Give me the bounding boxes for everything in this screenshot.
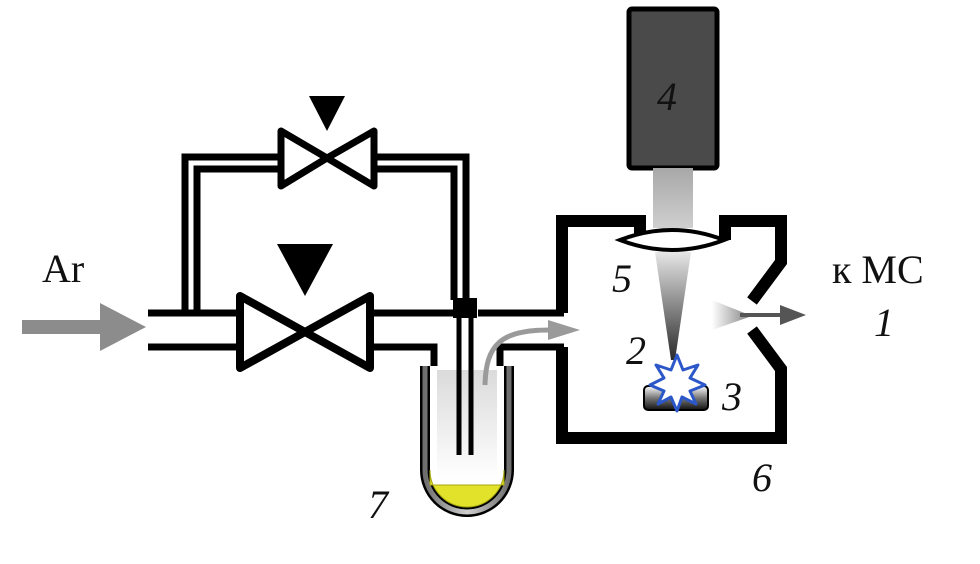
gas-label: Ar	[42, 246, 84, 291]
ms-label: к МС	[832, 247, 924, 292]
carrier-flow-arrow	[482, 320, 580, 386]
label-3: 3	[721, 374, 742, 419]
bypass-pipe	[181, 153, 470, 312]
plasma-spark	[648, 353, 707, 413]
focusing-lens	[614, 228, 730, 252]
focused-beam	[655, 252, 691, 360]
vapor-region	[437, 370, 497, 480]
label-6: 6	[752, 455, 772, 500]
label-5: 5	[612, 256, 632, 301]
ablation-chamber	[556, 215, 787, 444]
label-4: 4	[657, 74, 677, 119]
laser-beam	[653, 168, 693, 228]
tube-junction	[453, 298, 477, 318]
ms-outlet-arrow	[740, 305, 806, 325]
ablation-plume	[712, 300, 752, 330]
label-2: 2	[626, 328, 646, 373]
main-pipe	[148, 309, 564, 366]
label-7: 7	[368, 482, 390, 527]
main-valve	[236, 244, 374, 372]
dip-tube	[456, 300, 474, 455]
label-1: 1	[874, 300, 894, 345]
bypass-valve	[277, 96, 378, 190]
liquid-vessel	[420, 366, 514, 517]
argon-inlet-arrow	[22, 303, 146, 351]
